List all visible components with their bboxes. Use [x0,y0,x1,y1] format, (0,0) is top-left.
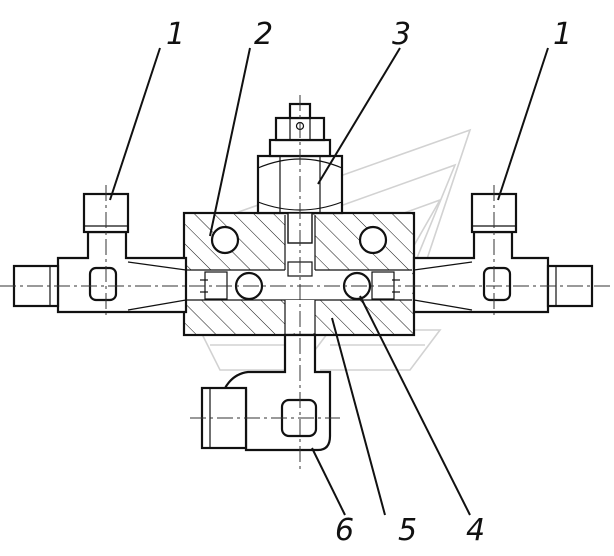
right-tee-fitting [412,192,594,314]
center-lines [0,95,614,470]
leader-lines [109,47,549,516]
callout-label-1-right: 1 [553,17,572,52]
callout-label-3: 3 [392,17,411,52]
callout-labels: 1 2 3 1 6 5 4 [166,17,572,548]
bottom-elbow-fitting [200,333,332,452]
callout-label-5: 5 [398,513,417,548]
top-fitting [256,102,344,244]
left-tee-fitting [12,192,188,314]
callout-label-4: 4 [466,513,485,548]
callout-label-6: 6 [335,513,354,548]
callout-label-1-left: 1 [166,17,185,52]
callout-label-2: 2 [254,17,273,52]
